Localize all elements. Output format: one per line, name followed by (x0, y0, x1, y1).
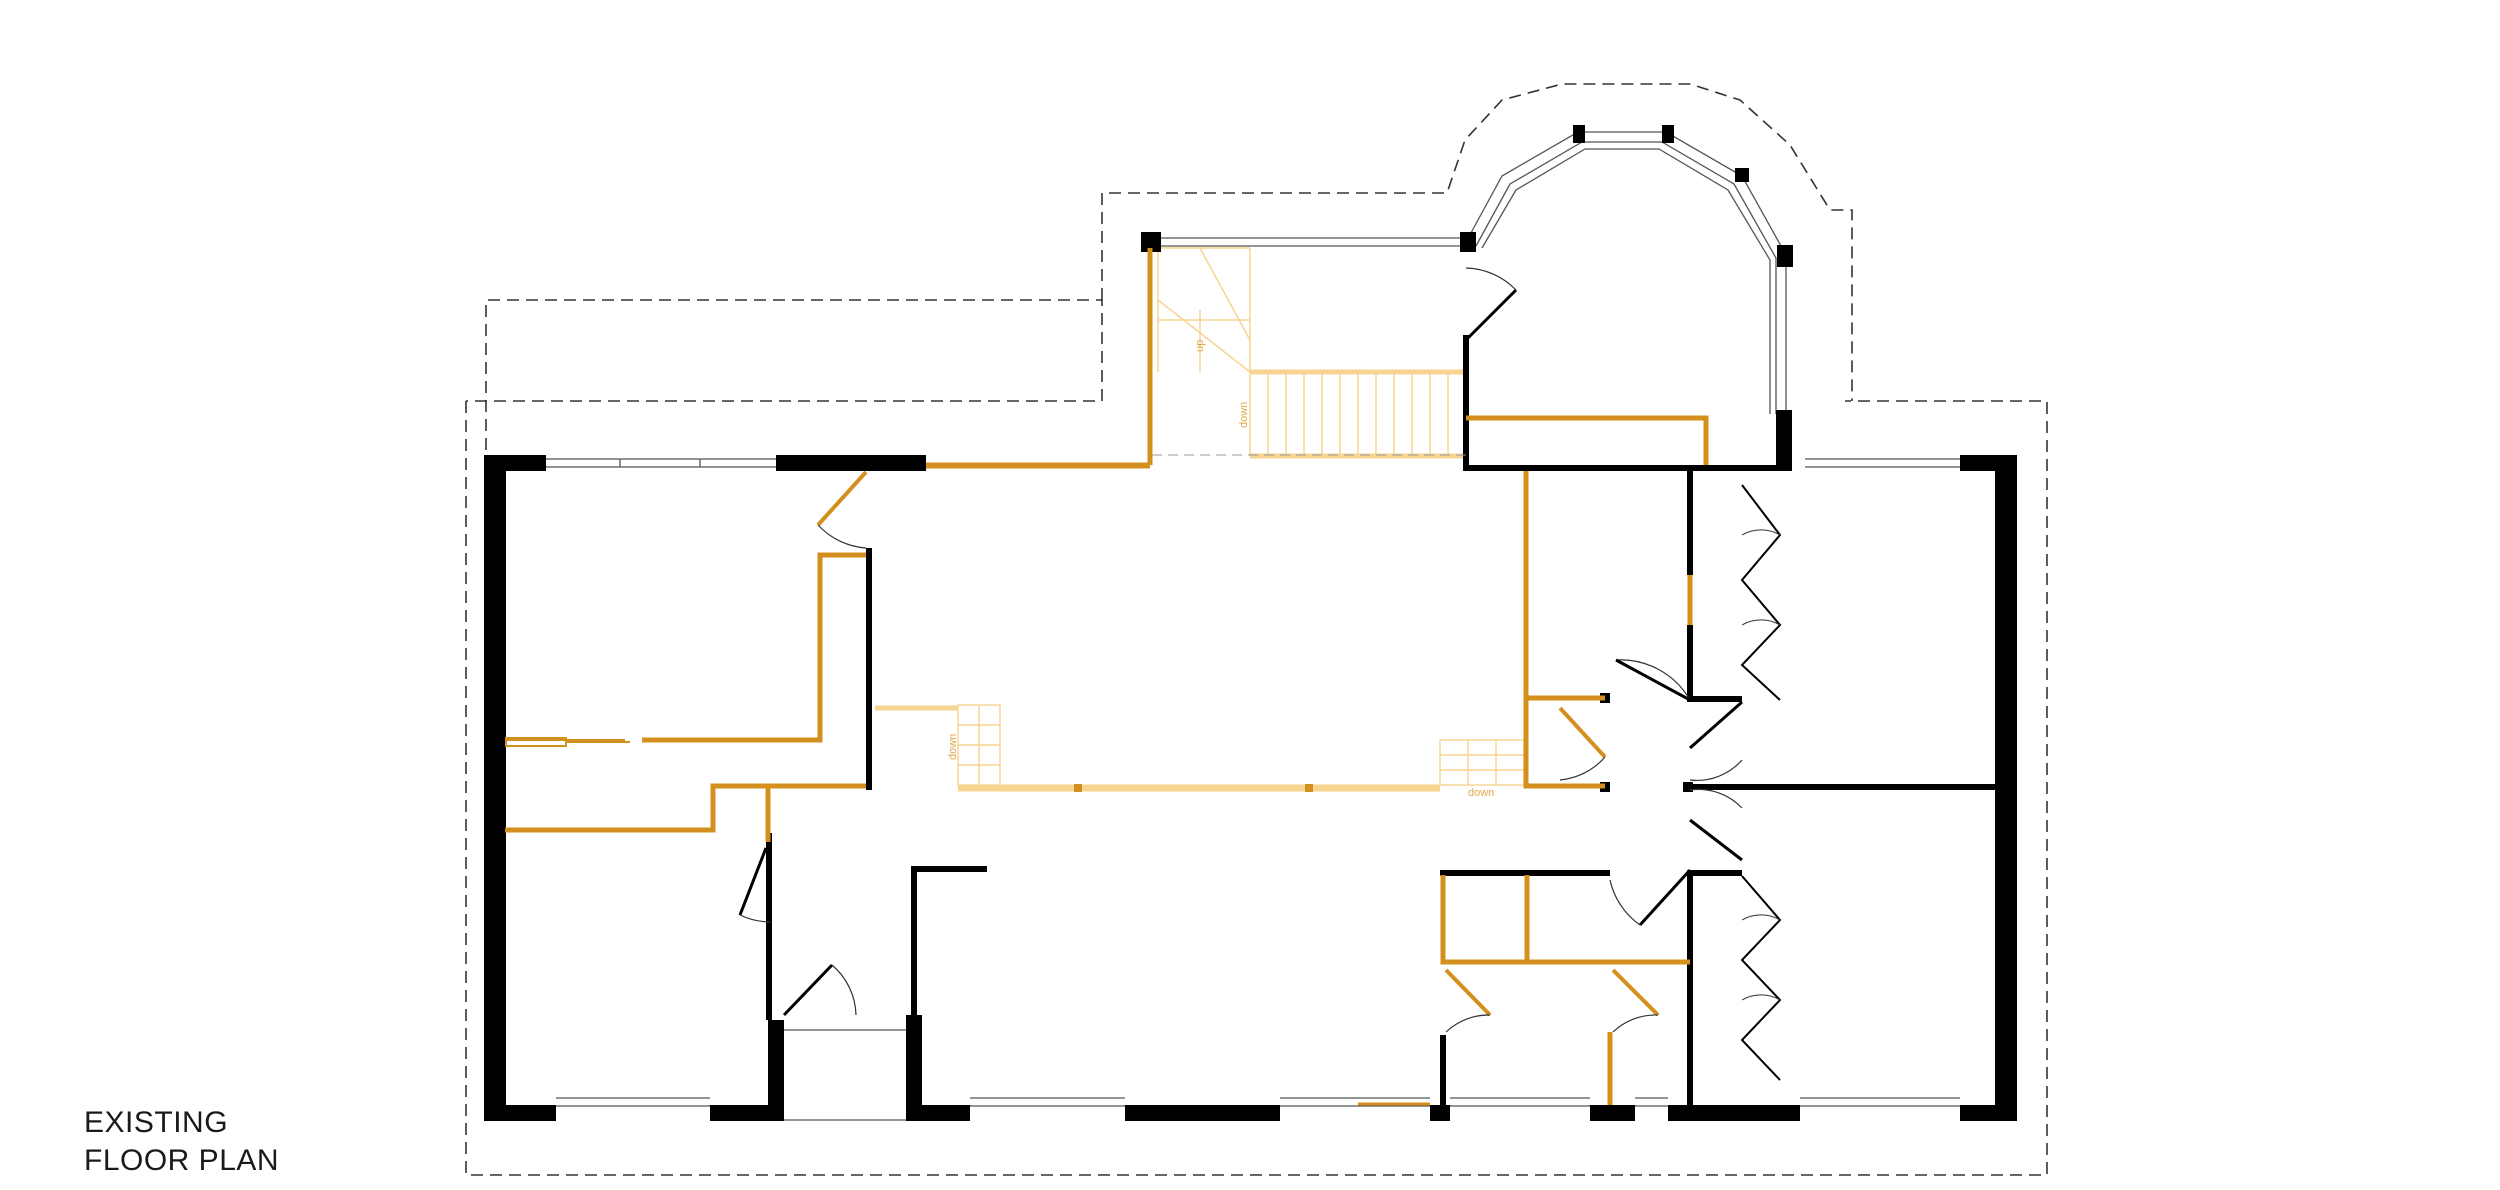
stair-label-down-upper: down (1238, 402, 1250, 428)
window-stair-top (1155, 237, 1466, 247)
wall-left-hall (866, 548, 872, 790)
wall-center-stub-top (911, 866, 987, 872)
bay-mullion-3 (1735, 168, 1749, 182)
plan-title-line1: EXISTING (84, 1106, 229, 1139)
stairs (875, 247, 1525, 792)
plan-title-line2: FLOOR PLAN (84, 1144, 280, 1177)
wall-bay-left (1463, 335, 1469, 471)
right-stair (1439, 739, 1525, 786)
window-bottom-6 (1800, 1097, 1960, 1107)
entry-threshold (784, 1029, 906, 1121)
wall-bottom-f (1590, 1105, 1635, 1121)
door-entry (782, 963, 857, 1017)
wall-top-b (776, 455, 926, 471)
roof-outline-main (465, 400, 2048, 1176)
window-bottom-1 (556, 1097, 710, 1107)
wall-bottom-b (710, 1105, 782, 1121)
windows (490, 131, 1960, 1121)
roof-outline-upper (1101, 83, 1853, 401)
partition-left-room (642, 552, 866, 743)
doors (505, 267, 1782, 1081)
wall-closet-top (1687, 696, 1742, 702)
wall-right (1995, 455, 2017, 1121)
window-top-right (1805, 458, 1960, 468)
bay-mullion-4 (1777, 245, 1793, 267)
closet-bifold-upper (1740, 484, 1782, 701)
existing-walls (484, 125, 2017, 1121)
wall-center-stub (911, 866, 917, 1026)
partition-walls (505, 248, 1709, 1106)
window-top-left (545, 458, 778, 468)
wall-bottom-h (1960, 1105, 2017, 1121)
wall-bottom-a (484, 1105, 556, 1121)
door-bath-left (1444, 968, 1492, 1033)
door-bath-right (1611, 968, 1660, 1033)
wall-bottom-g (1668, 1105, 1800, 1121)
wall-entry-right (906, 1015, 922, 1121)
wall-bay-right (1776, 410, 1792, 471)
post-marker (1074, 784, 1082, 792)
stair-label-down-right: down (1468, 787, 1494, 799)
wall-mid-right-c (1687, 870, 1693, 1110)
partition-bath (1440, 875, 1690, 965)
roof-outline-left (466, 299, 1103, 450)
partition-right-room (1523, 471, 1605, 789)
door-corridor-upper (1615, 658, 1743, 781)
door-corridor-lower (1609, 788, 1743, 927)
door-upper-left (816, 470, 868, 549)
sliding-door-left (505, 737, 630, 747)
wall-entry-left (768, 1020, 784, 1121)
bay-mullion-2 (1662, 125, 1674, 143)
partition-left-room-b (505, 783, 866, 833)
door-hall-left (738, 847, 771, 923)
window-bottom-4 (1450, 1097, 1590, 1107)
door-right-room (1558, 706, 1607, 781)
post-marker (1305, 784, 1313, 792)
wall-door-jamb-c (1683, 782, 1693, 792)
wall-hall-left (766, 840, 772, 1020)
wall-mid-right-a (1687, 465, 1693, 575)
wall-left (484, 455, 506, 1121)
wall-corridor-right (1690, 784, 2005, 790)
door-bay (1464, 267, 1518, 342)
stair-label-up: up (1194, 340, 1206, 352)
wall-top-c (1960, 455, 2017, 471)
wall-mid-right-b (1687, 625, 1693, 702)
wall-bay-post-left (1460, 232, 1476, 252)
window-bottom-3 (1280, 1097, 1430, 1107)
window-bottom-2 (970, 1097, 1125, 1107)
wall-bottom-d (1125, 1105, 1280, 1121)
upper-stair (1157, 247, 1466, 459)
wall-bath-left (1440, 1035, 1446, 1110)
closet-bifold-lower (1740, 875, 1782, 1081)
wall-top-a (484, 455, 546, 471)
wall-bath-top (1440, 870, 1610, 876)
roof-outline (465, 83, 2048, 1176)
stair-label-down-left: down (947, 734, 959, 760)
partition-bay (1466, 415, 1709, 465)
left-stair (875, 704, 1001, 786)
wall-bay-bottom (1463, 465, 1783, 471)
wall-closet-bottom (1687, 870, 1742, 876)
wall-stair-post (1141, 232, 1161, 252)
bay-mullion-1 (1573, 125, 1585, 143)
window-bottom-5 (1635, 1097, 1668, 1107)
